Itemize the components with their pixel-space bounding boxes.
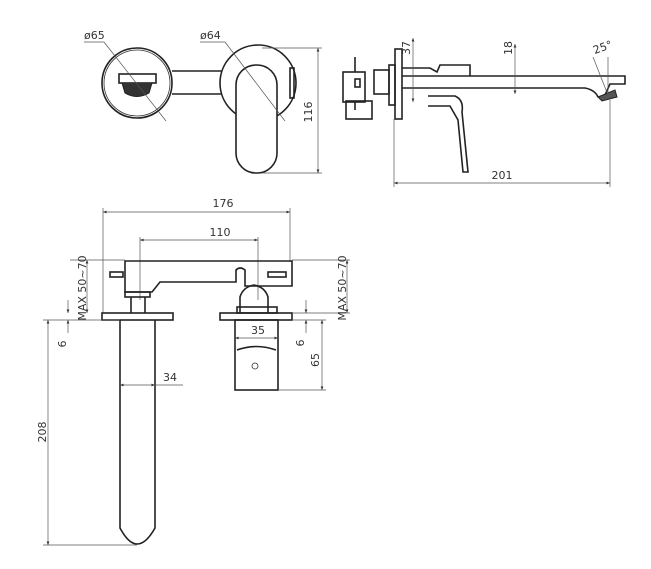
- handle-length-65-label: 65: [309, 353, 322, 367]
- aerator-body: [118, 73, 157, 84]
- spout-width-34-label: 34: [163, 371, 177, 384]
- wall-plate: [394, 48, 403, 120]
- handle-front: [234, 319, 279, 391]
- wall-depth-right-label: MAX 50~70: [336, 255, 349, 320]
- handle-width-35-label: 35: [251, 324, 265, 337]
- top-view: ø65 ø64 116: [84, 29, 322, 174]
- height-116-label: 116: [302, 102, 315, 123]
- spout-height-18-label: 18: [502, 41, 515, 55]
- mixer-body: [124, 260, 293, 293]
- aerator-outlet: [121, 82, 153, 97]
- plate-height-37-label: 37: [400, 41, 413, 55]
- side-lever: [428, 95, 469, 173]
- plate-thickness-left-label: 6: [56, 341, 69, 348]
- length-201-label: 201: [492, 169, 513, 182]
- angle-25-label: 25°: [591, 38, 614, 57]
- left-wall-plate: [101, 312, 174, 321]
- distance-110-label: 110: [210, 226, 231, 239]
- spout-length-208-label: 208: [36, 422, 49, 443]
- aerator-rosette: [101, 47, 173, 119]
- front-view: 176 110 MAX 50~70 MAX 50~70 6 208: [36, 197, 350, 546]
- diameter-65-label: ø65: [84, 29, 105, 42]
- diameter-64-label: ø64: [200, 29, 221, 42]
- width-176-label: 176: [213, 197, 234, 210]
- wall-depth-left-label: MAX 50~70: [76, 255, 89, 320]
- front-spout: [119, 320, 156, 545]
- side-view: 37 18 25° 201: [342, 38, 626, 187]
- right-wall-plate: [219, 312, 293, 321]
- handle-lever: [235, 64, 278, 174]
- plate-thickness-right-label: 6: [294, 340, 307, 347]
